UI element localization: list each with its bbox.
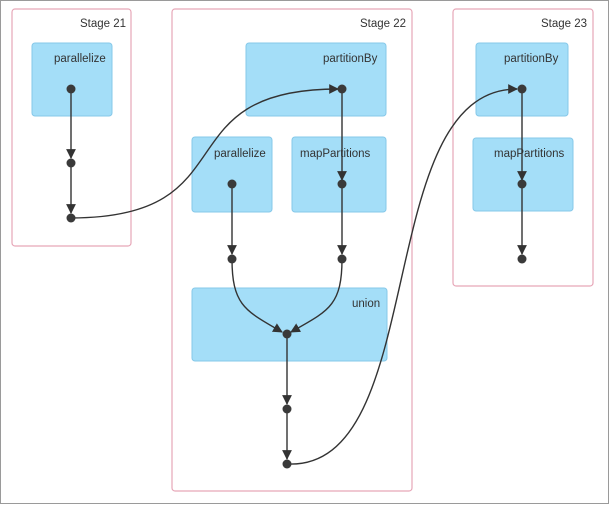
rdd-node[interactable]: [517, 179, 527, 189]
rdd-node[interactable]: [227, 254, 237, 264]
stage-22[interactable]: Stage 22 partitionBy parallelize mapPart…: [171, 8, 413, 492]
stage-22-label: Stage 22: [360, 18, 406, 30]
stage-22-op-mappartitions[interactable]: mapPartitions: [291, 136, 387, 213]
rdd-node[interactable]: [337, 179, 347, 189]
rdd-node[interactable]: [517, 254, 527, 264]
edges: [66, 84, 527, 465]
rdd-node[interactable]: [66, 213, 76, 223]
stage-21-op-parallelize[interactable]: parallelize: [31, 42, 113, 117]
stage-23-op-mappartitions[interactable]: mapPartitions: [472, 137, 574, 212]
stage-23-op-partitionby[interactable]: partitionBy: [475, 42, 569, 117]
stage-22-op-union[interactable]: union: [191, 287, 388, 362]
nodes: [66, 84, 527, 469]
stage-22-op-partitionby[interactable]: partitionBy: [245, 42, 387, 117]
rdd-node[interactable]: [66, 84, 76, 94]
rdd-node[interactable]: [337, 254, 347, 264]
edge-cross-stage: [286, 84, 518, 465]
edge: [290, 258, 343, 333]
op-mappartitions-label: mapPartitions: [300, 148, 371, 160]
op-parallelize-label: parallelize: [54, 53, 106, 65]
edge: [231, 258, 283, 333]
rdd-node[interactable]: [517, 84, 527, 94]
edge-cross-stage: [70, 84, 339, 219]
stage-22-box: [171, 8, 413, 492]
rdd-node[interactable]: [282, 404, 292, 414]
op-union-box: [191, 287, 388, 362]
stage-23[interactable]: Stage 23 partitionBy mapPartitions: [452, 8, 594, 287]
op-partitionby-label: partitionBy: [323, 53, 378, 65]
rdd-node[interactable]: [282, 329, 292, 339]
op-partitionby-label: partitionBy: [504, 53, 559, 65]
rdd-node[interactable]: [337, 84, 347, 94]
op-union-label: union: [352, 298, 380, 310]
op-parallelize-box: [31, 42, 113, 117]
rdd-node[interactable]: [227, 179, 237, 189]
rdd-node[interactable]: [282, 459, 292, 469]
rdd-node[interactable]: [66, 158, 76, 168]
op-parallelize-label: parallelize: [214, 148, 266, 160]
op-mappartitions-label: mapPartitions: [494, 148, 565, 160]
op-partitionby-box: [245, 42, 387, 117]
stage-21-label: Stage 21: [80, 18, 126, 30]
stage-23-label: Stage 23: [541, 18, 587, 30]
